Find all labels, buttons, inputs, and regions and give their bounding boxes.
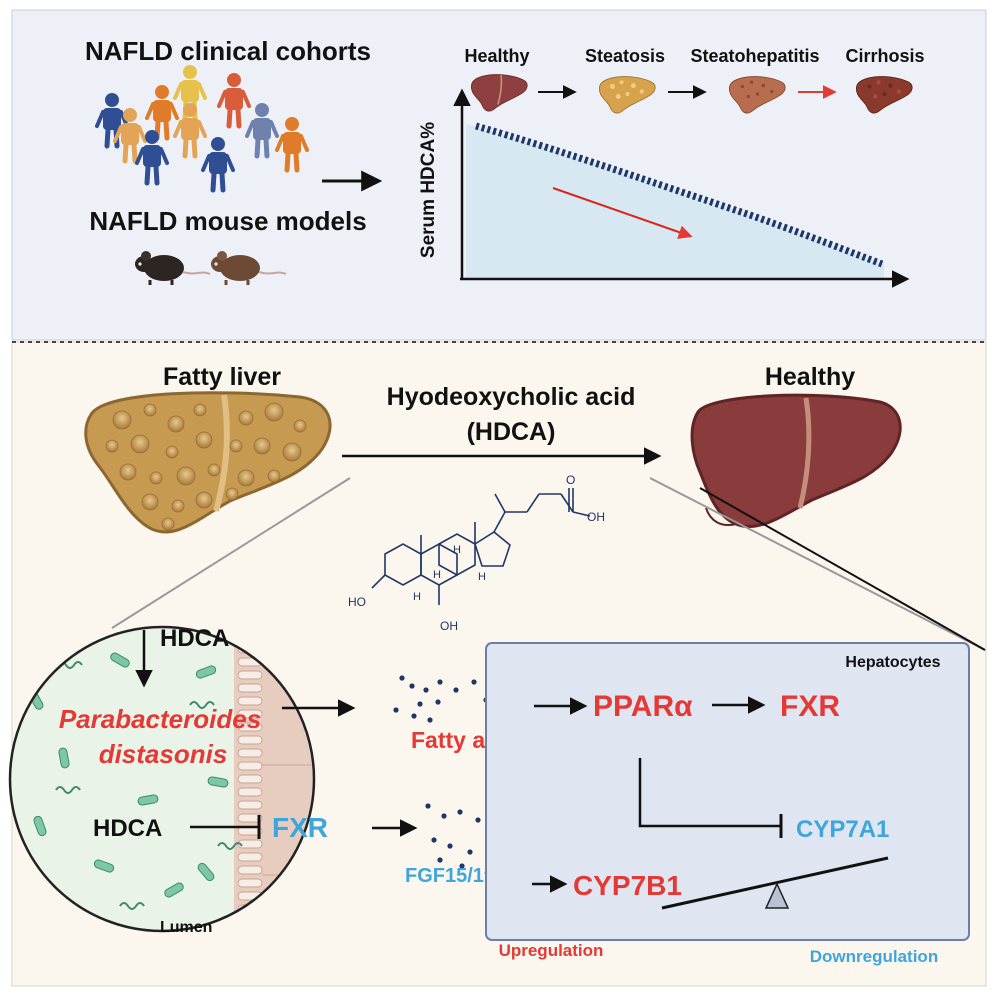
gut-zoom-circle-outline bbox=[8, 625, 316, 933]
gut-fxr-label: FXR bbox=[272, 812, 328, 843]
seesaw-beam bbox=[661, 856, 889, 910]
stage-label-healthy: Healthy bbox=[464, 46, 529, 66]
hdca-chemical-structure bbox=[371, 488, 591, 605]
stage-label-steatohepatitis: Steatohepatitis bbox=[690, 46, 819, 66]
gut-hdca-top: HDCA bbox=[160, 625, 229, 652]
bacteria-icon bbox=[28, 652, 243, 910]
clinical-cohorts-title: NAFLD clinical cohorts bbox=[85, 36, 371, 66]
liver-cirrhosis-small-icon bbox=[855, 76, 913, 114]
liver-steatohepatitis-small-icon bbox=[728, 76, 786, 114]
zoom-line-left bbox=[111, 477, 351, 629]
structure-label-h3: H bbox=[478, 571, 486, 583]
compound-name-line1: Hyodeoxycholic acid bbox=[387, 383, 636, 411]
structure-label-oh-acid: OH bbox=[587, 510, 605, 524]
structure-label-ho: HO bbox=[348, 595, 366, 609]
downregulation-label: Downregulation bbox=[810, 947, 938, 966]
person-icon bbox=[113, 108, 147, 164]
healthy-liver-icon bbox=[690, 393, 902, 528]
person-icon bbox=[275, 117, 309, 173]
cyp7a1-label: CYP7A1 bbox=[796, 816, 889, 843]
people-cluster-icon bbox=[95, 65, 309, 193]
upregulation-label: Upregulation bbox=[499, 941, 604, 960]
bacteria-name-line2: distasonis bbox=[99, 739, 228, 769]
fat-droplets-icon bbox=[105, 402, 307, 531]
decline-area bbox=[466, 124, 884, 278]
gut-hdca-bottom: HDCA bbox=[93, 815, 162, 842]
stage-label-steatosis: Steatosis bbox=[585, 46, 665, 66]
mouse-models-title: NAFLD mouse models bbox=[89, 206, 366, 236]
mouse-icon bbox=[211, 251, 287, 285]
compound-name-line2: (HDCA) bbox=[467, 418, 556, 446]
person-icon bbox=[173, 103, 207, 159]
stage-label-cirrhosis: Cirrhosis bbox=[845, 46, 924, 66]
person-icon bbox=[201, 137, 235, 193]
hepatocyte-fxr-label: FXR bbox=[780, 690, 840, 723]
structure-label-o: O bbox=[566, 473, 575, 487]
person-icon bbox=[217, 73, 251, 129]
liver-healthy-small-icon bbox=[470, 74, 528, 112]
lumen-label: Lumen bbox=[160, 919, 212, 936]
zoom-line-inner bbox=[699, 487, 986, 651]
mouse-icon bbox=[135, 251, 211, 285]
hepatocytes-title: Hepatocytes bbox=[845, 654, 940, 671]
structure-label-h2: H bbox=[433, 569, 441, 581]
zoom-line-right bbox=[649, 477, 986, 651]
structure-label-h4: H bbox=[413, 591, 421, 603]
fgf-label: FGF15/19 bbox=[405, 865, 495, 887]
hepatocytes-box bbox=[485, 642, 970, 941]
structure-label-h1: H bbox=[453, 544, 461, 556]
chart-y-axis-label: Serum HDCA% bbox=[418, 122, 439, 258]
healthy-liver-label: Healthy bbox=[765, 363, 855, 391]
seesaw-fulcrum-icon bbox=[764, 882, 790, 909]
structure-label-oh-6: OH bbox=[440, 619, 458, 633]
bacteria-name-line1: Parabacteroides bbox=[59, 704, 261, 734]
person-icon bbox=[245, 103, 279, 159]
ppara-label: PPARα bbox=[593, 690, 693, 723]
person-icon bbox=[145, 85, 179, 141]
decline-trend-arrow bbox=[552, 187, 693, 239]
cyp7b1-label: CYP7B1 bbox=[573, 870, 682, 901]
villi-icon bbox=[237, 631, 263, 931]
liver-steatosis-small-icon bbox=[598, 76, 656, 114]
person-icon bbox=[135, 130, 169, 186]
decline-dotted-curve bbox=[475, 122, 884, 268]
ppara-inhibits-cyp7a1 bbox=[638, 758, 780, 828]
fatty-liver-label: Fatty liver bbox=[163, 363, 281, 391]
